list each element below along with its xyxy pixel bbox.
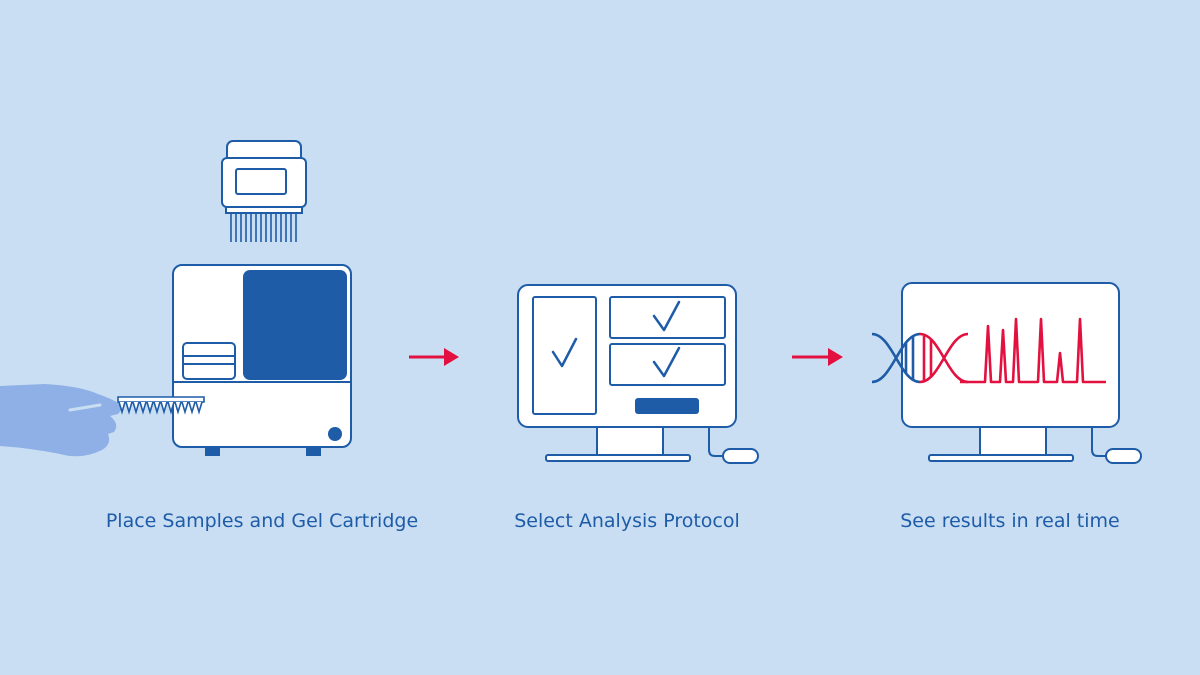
computer-monitor-icon — [517, 284, 737, 462]
analyzer-instrument-icon — [172, 264, 352, 456]
step-3-caption: See results in real time — [900, 510, 1120, 532]
computer-monitor-icon — [901, 282, 1120, 462]
step-1-caption: Place Samples and Gel Cartridge — [105, 510, 419, 532]
arrow-right-icon — [409, 348, 459, 366]
checkmark-icon — [652, 300, 681, 332]
electropherogram-icon — [960, 317, 1106, 384]
checkmark-icon — [652, 346, 681, 378]
step-2-caption: Select Analysis Protocol — [514, 510, 740, 532]
checkmark-icon — [551, 337, 578, 368]
sample-strip-icon — [117, 396, 205, 415]
mouse-icon — [722, 448, 759, 464]
gloved-hand-icon — [0, 384, 121, 457]
arrow-right-icon — [792, 348, 843, 366]
dna-helix-icon — [871, 332, 969, 384]
gel-cartridge-icon — [221, 140, 307, 242]
mouse-icon — [1105, 448, 1142, 464]
